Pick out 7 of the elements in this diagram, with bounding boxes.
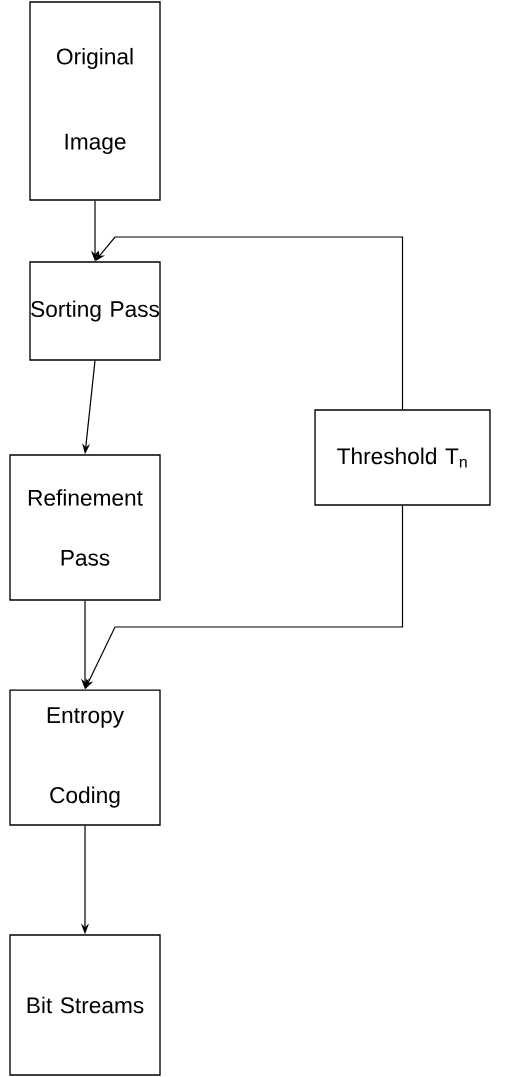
process-box: Sorting Pass	[29, 261, 161, 361]
arrow	[95, 236, 404, 410]
process-box: Entropy Coding	[9, 689, 161, 826]
process-box: Threshold T$_{n}$	[314, 409, 491, 506]
process-box: Original Image	[29, 1, 161, 201]
process-box: Bit Streams	[9, 934, 161, 1076]
process-box: Refinement Pass	[9, 454, 161, 601]
